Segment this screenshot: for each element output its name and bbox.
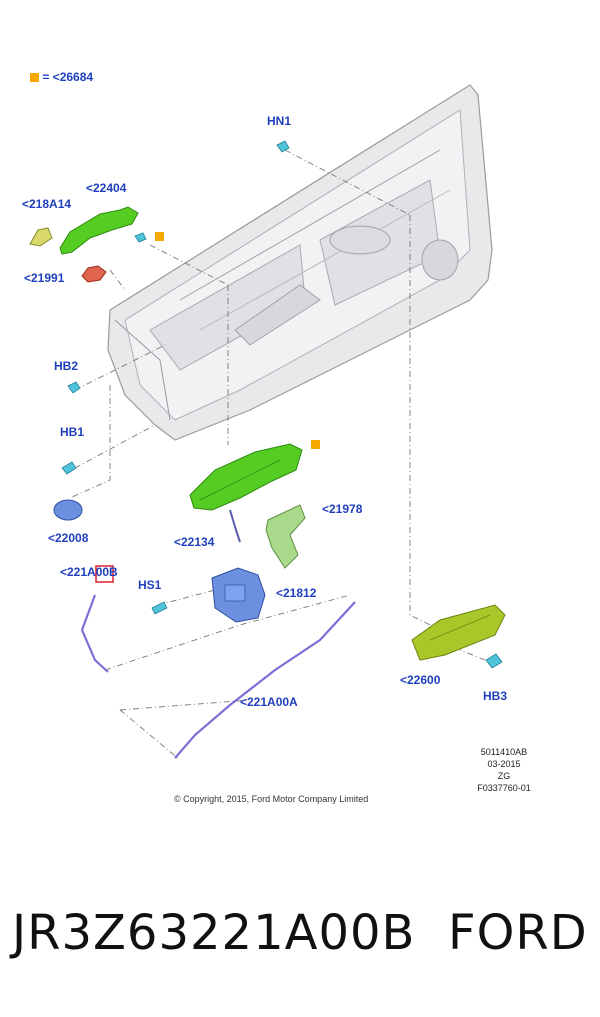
legend-text: = <26684 [42, 70, 94, 84]
doc-date: 03-2015 [487, 759, 521, 769]
label-22008: <22008 [48, 531, 89, 545]
latch-21812 [211, 567, 266, 623]
label-21978: <21978 [322, 502, 363, 516]
label-hb1: HB1 [60, 425, 85, 439]
screw-hs1 [151, 601, 168, 615]
brand-name: FORD [448, 905, 588, 961]
handle-cap-218a14 [29, 227, 53, 247]
screw-hb1 [61, 461, 77, 475]
clip-22008 [53, 499, 83, 521]
doc-id: 5011410AB [480, 747, 528, 757]
label-hn1: HN1 [267, 114, 292, 128]
label-22600: <22600 [400, 673, 441, 687]
fig-id: F0337760-01 [477, 783, 531, 793]
label-218a14: <218A14 [22, 197, 72, 211]
inner-handle-assembly [189, 443, 303, 511]
highlight-box [95, 565, 114, 583]
switch-panel-22600 [411, 604, 506, 661]
doc-meta: 5011410AB 03-2015 ZG F0337760-01 [462, 746, 546, 794]
screw-hb3 [485, 653, 503, 669]
bracket-21991 [81, 265, 107, 283]
label-22404: <22404 [86, 181, 127, 195]
marker-square [155, 232, 164, 241]
outer-handle-22404 [59, 206, 139, 255]
legend-marker [30, 73, 39, 82]
label-21991: <21991 [24, 271, 65, 285]
legend: = <26684 [30, 70, 93, 84]
screw-22404 [134, 232, 147, 243]
screws [61, 140, 503, 669]
screw-hn1 [276, 140, 290, 153]
copyright: © Copyright, 2015, Ford Motor Company Li… [174, 794, 369, 804]
label-221a00b: <221A00B [60, 565, 118, 579]
label-hb3: HB3 [483, 689, 508, 703]
label-hs1: HS1 [138, 578, 162, 592]
doc-code: ZG [497, 771, 511, 781]
cable-221a00a [174, 601, 356, 759]
rod-22134 [229, 509, 241, 543]
label-22134: <22134 [174, 535, 215, 549]
label-21812: <21812 [276, 586, 317, 600]
marker-square [311, 440, 320, 449]
part-number: JR3Z63221A00B [12, 905, 416, 961]
screw-hb2 [67, 381, 81, 394]
label-221a00a: <221A00A [240, 695, 298, 709]
door-shell [107, 84, 493, 441]
label-hb2: HB2 [54, 359, 79, 373]
cable-221a00b [80, 594, 109, 673]
leader-lines [69, 149, 486, 761]
bracket-21978 [265, 504, 306, 569]
